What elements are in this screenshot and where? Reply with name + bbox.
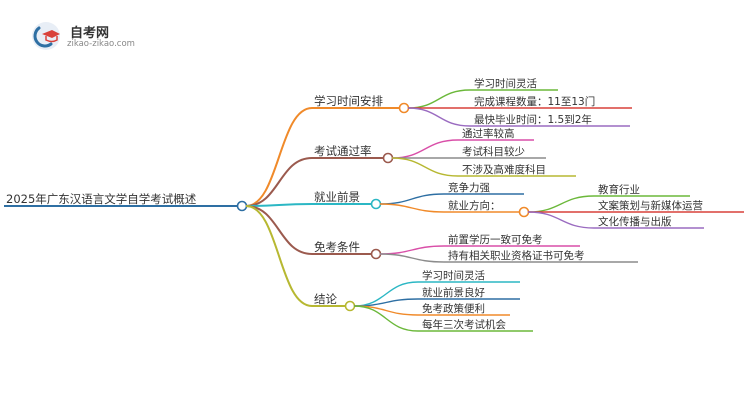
leaf-connector bbox=[379, 245, 445, 255]
leaf-connector bbox=[353, 305, 419, 332]
leaf-topic[interactable]: 学习时间灵活 bbox=[422, 269, 485, 282]
site-url: zikao-zikao.com bbox=[67, 39, 135, 49]
root-node bbox=[236, 200, 248, 212]
leaf-connector bbox=[407, 89, 471, 109]
graduation-cap-icon bbox=[32, 22, 60, 50]
branch-connector bbox=[245, 203, 313, 207]
leaf-topic[interactable]: 持有相关职业资格证书可免考 bbox=[448, 249, 585, 262]
site-name: 自考网 bbox=[70, 26, 110, 41]
branch-exempt[interactable]: 免考条件 bbox=[314, 240, 360, 254]
leaf-topic[interactable]: 教育行业 bbox=[598, 183, 640, 196]
leaf-topic[interactable]: 文案策划与新媒体运营 bbox=[598, 199, 703, 212]
branch-node bbox=[344, 300, 356, 312]
branch-node bbox=[370, 198, 382, 210]
leaf-topic[interactable]: 就业前景良好 bbox=[422, 286, 485, 299]
leaf-topic[interactable]: 完成课程数量：11至13门 bbox=[474, 95, 595, 108]
leaf-connector bbox=[379, 193, 445, 205]
branch-study[interactable]: 学习时间安排 bbox=[314, 94, 383, 108]
leaf-topic[interactable]: 通过率较高 bbox=[462, 127, 515, 140]
branch-connector bbox=[245, 205, 313, 307]
site-logo[interactable]: 自考网 zikao-zikao.com bbox=[30, 20, 140, 52]
branch-career[interactable]: 就业前景 bbox=[314, 190, 360, 204]
branch-conclusion[interactable]: 结论 bbox=[314, 292, 337, 306]
leaf-topic[interactable]: 最快毕业时间：1.5到2年 bbox=[474, 113, 592, 126]
leaf-connector bbox=[391, 139, 459, 159]
leaf-topic[interactable]: 前置学历一致可免考 bbox=[448, 233, 543, 246]
branch-connector bbox=[245, 205, 313, 255]
branch-pass[interactable]: 考试通过率 bbox=[314, 144, 372, 158]
leaf-topic[interactable]: 免考政策便利 bbox=[422, 302, 485, 315]
leaf-topic[interactable]: 不涉及高难度科目 bbox=[462, 163, 546, 176]
leaf-connector bbox=[527, 195, 595, 213]
leaf-connector bbox=[407, 107, 471, 127]
branch-node bbox=[382, 152, 394, 164]
leaf-connector bbox=[527, 211, 595, 229]
leaf-topic[interactable]: 每年三次考试机会 bbox=[422, 318, 506, 331]
branch-node bbox=[398, 102, 410, 114]
leaf-topic[interactable]: 学习时间灵活 bbox=[474, 77, 537, 90]
branch-connector bbox=[245, 107, 313, 207]
root-topic[interactable]: 2025年广东汉语言文学自学考试概述 bbox=[6, 192, 197, 206]
leaf-topic[interactable]: 文化传播与出版 bbox=[598, 215, 672, 228]
subtopic-node bbox=[518, 206, 530, 218]
leaf-connector bbox=[391, 157, 459, 177]
leaf-topic[interactable]: 就业方向： bbox=[448, 199, 501, 212]
leaf-connector bbox=[379, 253, 445, 263]
leaf-topic[interactable]: 考试科目较少 bbox=[462, 145, 525, 158]
leaf-connector bbox=[379, 203, 445, 213]
branch-node bbox=[370, 248, 382, 260]
leaf-topic[interactable]: 竞争力强 bbox=[448, 181, 490, 194]
branch-connector bbox=[245, 157, 313, 207]
